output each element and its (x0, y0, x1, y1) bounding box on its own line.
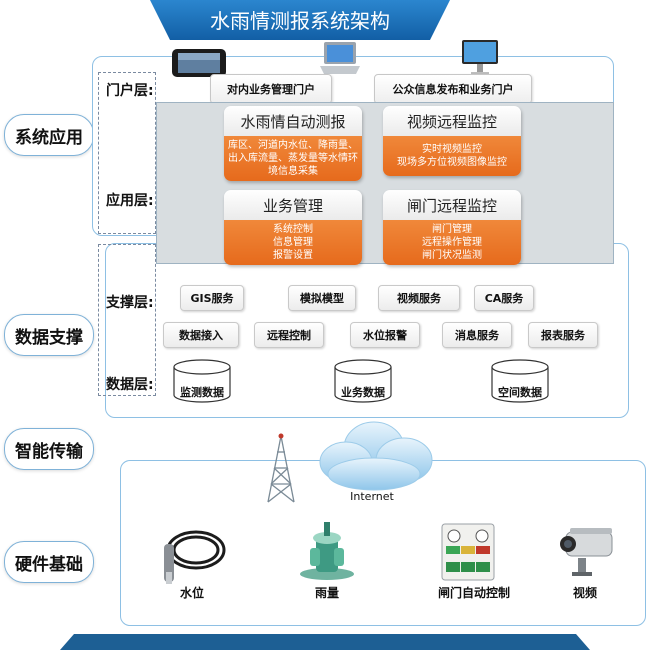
title-banner (150, 0, 450, 40)
hardware-label-video: 视频 (572, 586, 597, 600)
side-label-system-app: 系统应用 (4, 114, 94, 156)
module-gate-monitor: 闸门远程监控 闸门管理 远程操作管理 闸门状况监测 (383, 190, 521, 265)
layer-label-column-bottom (98, 244, 156, 396)
hardware-label-gate: 闸门自动控制 (437, 586, 510, 600)
layer-label-column-top (98, 72, 156, 234)
module-title: 闸门远程监控 (383, 190, 521, 220)
service-video: 视频服务 (378, 285, 460, 311)
side-label-transmission: 智能传输 (4, 428, 94, 470)
module-title: 业务管理 (224, 190, 362, 220)
internet-label: Internet (350, 490, 394, 503)
hardware-label-water-level: 水位 (179, 586, 204, 600)
public-portal-box: 公众信息发布和业务门户 (374, 74, 532, 104)
layer-label-portal: 门户层: (106, 83, 154, 99)
module-title: 水雨情自动测报 (224, 106, 362, 136)
service-gis: GIS服务 (180, 285, 244, 311)
service-message: 消息服务 (442, 322, 512, 348)
cloud-icon (319, 421, 433, 491)
module-video-monitor: 视频远程监控 实时视频监控 现场多方位视频图像监控 (383, 106, 521, 176)
database-label-spatial: 空间数据 (498, 386, 542, 399)
database-cylinder-icon (334, 359, 392, 403)
module-line: 闸门管理 (432, 224, 472, 235)
module-line: 报警设置 (273, 250, 313, 261)
module-line: 库区、河道内水位、降雨量、 (228, 140, 358, 151)
module-body: 实时视频监控 现场多方位视频图像监控 (383, 136, 521, 176)
module-line: 出入库流量、蒸发量等水情环 (228, 153, 358, 164)
service-report: 报表服务 (528, 322, 598, 348)
module-title: 视频远程监控 (383, 106, 521, 136)
service-simulation-model: 模拟模型 (288, 285, 356, 311)
module-rain-water-measure: 水雨情自动测报 库区、河道内水位、降雨量、 出入库流量、蒸发量等水情环 境信息采… (224, 106, 362, 181)
module-body: 系统控制 信息管理 报警设置 (224, 220, 362, 265)
security-camera-icon (560, 528, 613, 576)
module-line: 信息管理 (273, 237, 313, 248)
module-body: 闸门管理 远程操作管理 闸门状况监测 (383, 220, 521, 265)
module-line: 远程操作管理 (422, 237, 482, 248)
module-line: 现场多方位视频图像监控 (397, 157, 507, 168)
tablet-icon (172, 49, 226, 77)
gate-control-panel-icon (441, 523, 495, 581)
service-water-level-alarm: 水位报警 (350, 322, 420, 348)
radio-tower-icon (267, 433, 295, 503)
desktop-monitor-icon (462, 40, 498, 75)
module-business-management: 业务管理 系统控制 信息管理 报警设置 (224, 190, 362, 265)
water-level-sensor-icon (164, 530, 226, 584)
database-label-business: 业务数据 (341, 386, 385, 399)
rain-gauge-icon (300, 522, 354, 580)
footer-bar (60, 634, 590, 650)
module-line: 系统控制 (273, 224, 313, 235)
service-data-access: 数据接入 (163, 322, 239, 348)
side-label-hardware: 硬件基础 (4, 541, 94, 583)
module-body: 库区、河道内水位、降雨量、 出入库流量、蒸发量等水情环 境信息采集 (224, 136, 362, 181)
module-line: 实时视频监控 (422, 144, 482, 155)
database-label-monitoring: 监测数据 (180, 386, 224, 399)
internal-portal-box: 对内业务管理门户 (210, 74, 332, 104)
module-line: 境信息采集 (268, 166, 318, 177)
database-cylinder-icon (491, 359, 549, 403)
hardware-label-rain: 雨量 (314, 586, 339, 600)
laptop-icon (320, 42, 360, 74)
side-label-data-support: 数据支撑 (4, 314, 94, 356)
layer-label-data: 数据层: (106, 377, 154, 393)
layer-label-support: 支撑层: (106, 295, 154, 311)
layer-label-application: 应用层: (106, 193, 154, 209)
service-remote-control: 远程控制 (254, 322, 324, 348)
service-ca: CA服务 (474, 285, 534, 311)
module-line: 闸门状况监测 (422, 250, 482, 261)
database-cylinder-icon (173, 359, 231, 403)
page-title: 水雨情测报系统架构 (210, 9, 390, 33)
